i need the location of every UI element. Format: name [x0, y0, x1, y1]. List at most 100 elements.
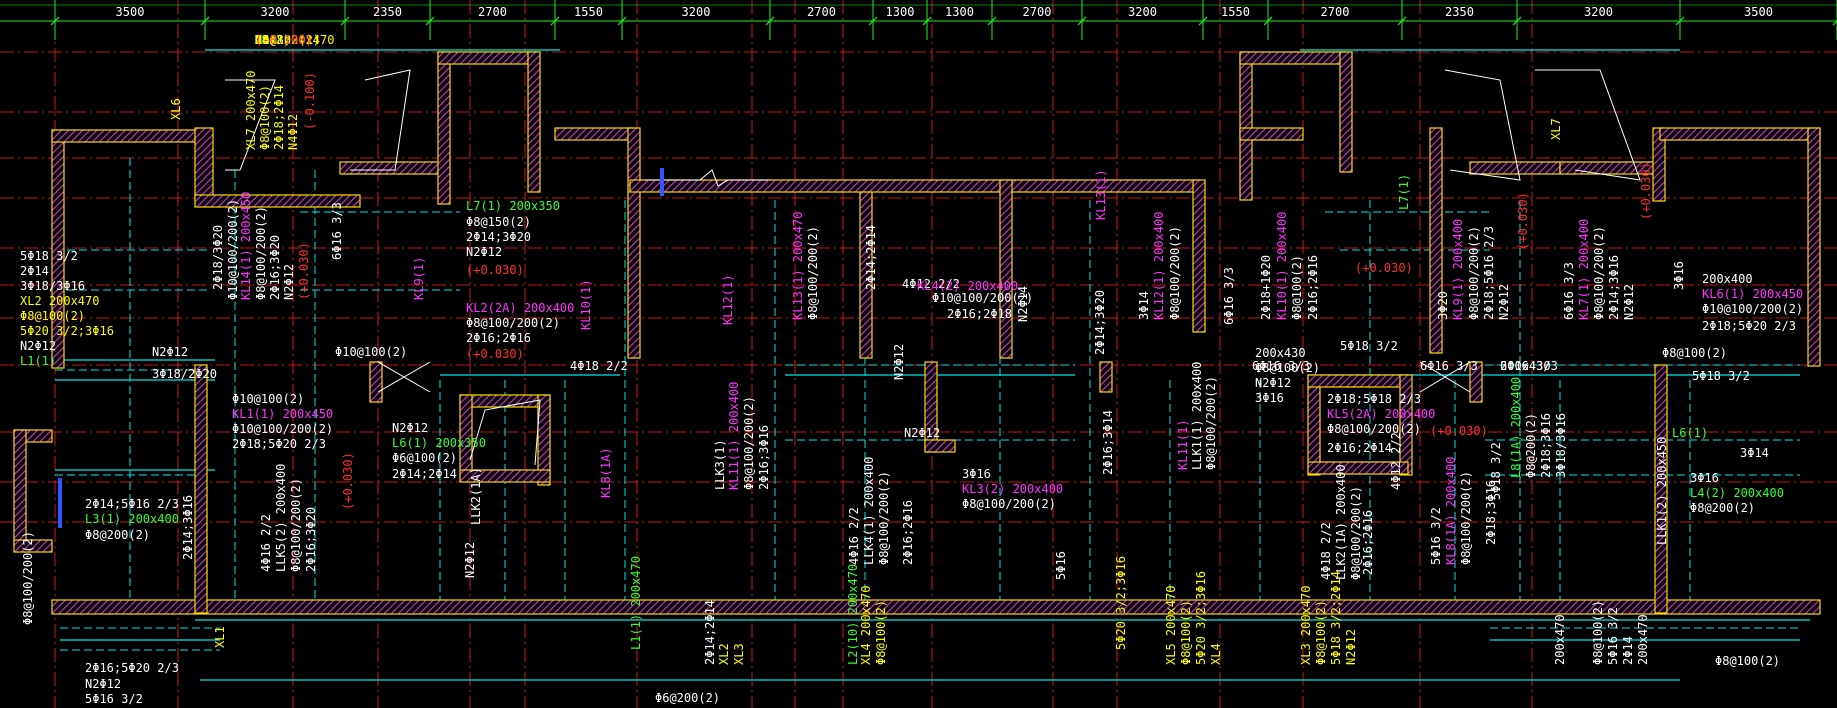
beam-label: 4Φ12 2/2 — [1389, 432, 1403, 490]
beam-label: 4Φ18 2/2 — [570, 359, 628, 373]
beam-label: Φ8@100/200(2) — [1459, 471, 1473, 565]
beam-label: XL3 — [732, 643, 746, 665]
beam-label: 2Φ16;2Φ16 — [1361, 510, 1375, 575]
shear-wall — [459, 469, 551, 483]
beam-label: 2Φ16;5Φ20 2/3 — [85, 661, 179, 675]
beam-label: L2(10) 200x470 — [846, 564, 860, 665]
stair-outline — [225, 79, 276, 171]
dimension-slash — [50, 16, 60, 26]
shear-wall — [1654, 364, 1668, 614]
beam-label: 6Φ16 3/3 — [1420, 359, 1478, 373]
beam-label: 2Φ16;2Φ16 — [901, 500, 915, 565]
dimension-label: 1550 — [574, 5, 603, 19]
beam-label: (+0.030) — [466, 263, 524, 277]
beam-label: KL10(1) — [579, 279, 593, 330]
beam-label: Φ8@100(2) — [258, 85, 272, 150]
beam-label: (+0.030) — [466, 347, 524, 361]
beam-label: 2Φ14;3Φ16 — [1607, 255, 1621, 320]
dimension-slash — [1077, 16, 1087, 26]
shear-wall — [13, 539, 53, 553]
beam-label: Φ8@100/200(2) — [1349, 486, 1363, 580]
beam-label: KL5(2A) 200x400 — [1327, 407, 1435, 421]
dimension-slash — [1675, 16, 1685, 26]
dimension-label: 3500 — [116, 5, 145, 19]
beam-label: 3Φ14 — [1137, 291, 1151, 320]
beam-label: L6(1) — [1672, 426, 1708, 440]
beam-label: Φ10@100/200(2) — [932, 291, 1033, 305]
beam-label: L6(1) 200x350 — [392, 436, 486, 450]
shear-wall — [1239, 51, 1349, 65]
beam-label: Φ8@100/200(2) — [1204, 376, 1218, 470]
shear-wall — [537, 394, 551, 486]
beam-label: Φ8@200(2) — [1690, 501, 1755, 515]
shear-wall — [627, 127, 641, 359]
opening-cross — [1419, 361, 1471, 393]
beam-label: 5Φ16 3/2 — [85, 692, 143, 706]
shear-wall — [13, 429, 27, 546]
beam-label: 5Φ20 3/2;3Φ16 — [1114, 556, 1128, 650]
beam-label: Φ10@100(2) — [335, 345, 407, 359]
beam-label: XL4 200x470 — [859, 586, 873, 665]
beam-label: 2Φ14;3Φ16 — [181, 495, 195, 560]
beam-label: L7(1) — [1397, 174, 1411, 210]
beam-label: 2Φ14;3Φ20 — [466, 230, 531, 244]
dimension-label: 2350 — [1445, 5, 1474, 19]
beam-label: KL9(1) — [412, 257, 426, 300]
dimension-label: 3500 — [1744, 5, 1773, 19]
beam-label: (+0.030) — [1639, 162, 1653, 220]
dimension-label: 2700 — [807, 5, 836, 19]
shear-wall — [459, 394, 473, 476]
beam-label: Φ8@100/200(2) — [806, 226, 820, 320]
dimension-label: 3200 — [261, 5, 290, 19]
stair-outline — [1535, 69, 1641, 181]
beam-label: (+0.030) — [1516, 192, 1530, 250]
beam-label: KL8(1A) 200x400 — [1444, 457, 1458, 565]
beam-label: N2Φ14 — [1016, 286, 1030, 322]
dimension-label: 2350 — [373, 5, 402, 19]
beam-label: 5Φ20 3/2;3Φ16 — [20, 324, 114, 338]
beam-label: 6Φ16 3/3 — [1222, 267, 1236, 325]
beam-label: 200x430 — [1255, 346, 1306, 360]
beam-label: 3Φ16 — [1255, 391, 1284, 405]
beam-label: Φ8@100(2) — [255, 33, 320, 47]
beam-label: (-0.100) — [255, 33, 313, 47]
beam-label: LLK5(2) 200x400 — [274, 464, 288, 572]
shear-wall — [1469, 361, 1483, 403]
beam-label: N2Φ12 — [20, 339, 56, 353]
beam-label: Φ6@200(2) — [655, 691, 720, 705]
beam-label: Φ8@100(2) — [1591, 600, 1605, 665]
beam-label: KL12(1) 200x400 — [1152, 212, 1166, 320]
beam-label: XL7 200x470 — [244, 71, 258, 150]
beam-label: Φ8@100/200(2) — [742, 396, 756, 490]
beam-label: Φ8@200(2) — [85, 528, 150, 542]
beam-label: Φ8@100/200(2) — [1467, 226, 1481, 320]
shear-wall — [1307, 374, 1409, 388]
beam-label: 6Φ16 3/3 — [330, 202, 344, 260]
beam-label: XL1 — [213, 626, 227, 648]
shear-wall — [554, 127, 634, 141]
beam-label: 200x400 — [1702, 272, 1753, 286]
beam-label: 5Φ16 — [1054, 551, 1068, 580]
beam-label: Φ10@100/200(2) — [1702, 302, 1803, 316]
beam-label: Φ8@100/200(2) — [962, 497, 1056, 511]
beam-label: 200x470 — [1553, 614, 1567, 665]
beam-label: Φ8@100(2) — [874, 600, 888, 665]
dimension-slash — [1263, 16, 1273, 26]
beam-label: L7(1) 200x350 — [466, 199, 560, 213]
beam-label: Φ8@100(2) — [1179, 600, 1193, 665]
column-marker — [58, 478, 62, 528]
beam-label: 5Φ18 3/2 — [1489, 442, 1503, 500]
beam-label: 5Φ18 3/2 — [1692, 369, 1750, 383]
beam-label: 3Φ16 — [962, 467, 991, 481]
beam-label: 5Φ16 3/2 — [1606, 607, 1620, 665]
beam-label: 5Φ16 3/2 — [1429, 507, 1443, 565]
beam-label: 6Φ16 3/3 — [1500, 359, 1558, 373]
beam-label: L8(1A) 200x400 — [1509, 377, 1523, 478]
beam-label: N2Φ12 — [85, 677, 121, 691]
beam-label: N2Φ12 — [1344, 629, 1358, 665]
beam-label: 200x470 — [1636, 614, 1650, 665]
beam-label: KL13(1) 200x470 — [791, 212, 805, 320]
beam-label: N2Φ12 — [392, 421, 428, 435]
